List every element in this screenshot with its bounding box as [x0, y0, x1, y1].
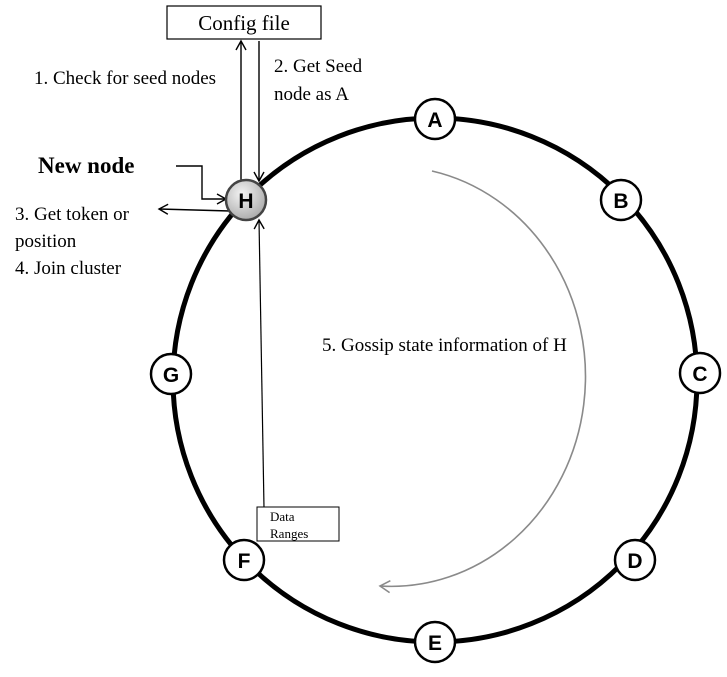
step-get-seed-line2: node as A	[274, 84, 349, 105]
step-gossip: 5. Gossip state information of H	[322, 335, 567, 356]
node-f-label: F	[238, 550, 251, 573]
node-e: E	[413, 620, 457, 664]
node-a: A	[413, 97, 457, 141]
new-node-label: New node	[38, 153, 134, 178]
node-h-label: H	[238, 190, 253, 213]
config-file-box: Config file	[166, 5, 322, 40]
step-get-token-line1: 3. Get token or	[15, 204, 130, 225]
node-b-label: B	[613, 190, 628, 213]
node-f: F	[222, 538, 266, 582]
node-c: C	[678, 351, 722, 395]
step-join-cluster: 4. Join cluster	[15, 258, 122, 279]
data-ranges-arrow	[253, 218, 265, 509]
gossip-arrow	[378, 170, 587, 594]
node-g: G	[149, 352, 193, 396]
data-ranges-line1: Data	[270, 509, 295, 524]
get-token-arrow	[157, 203, 231, 215]
node-g-label: G	[163, 364, 179, 387]
data-ranges-box: Data Ranges	[256, 506, 340, 542]
new-node-arrow	[176, 165, 228, 205]
node-c-label: C	[692, 363, 707, 386]
data-ranges-line2: Ranges	[270, 526, 308, 541]
node-d: D	[613, 538, 657, 582]
step-get-token-line2: position	[15, 231, 77, 252]
step-get-seed-line1: 2. Get Seed	[274, 56, 363, 77]
node-a-label: A	[427, 109, 442, 132]
step-check-seed: 1. Check for seed nodes	[34, 68, 216, 89]
config-file-label: Config file	[198, 11, 290, 35]
node-b: B	[599, 178, 643, 222]
node-h: H	[224, 178, 268, 222]
node-d-label: D	[627, 550, 642, 573]
node-e-label: E	[428, 632, 442, 655]
